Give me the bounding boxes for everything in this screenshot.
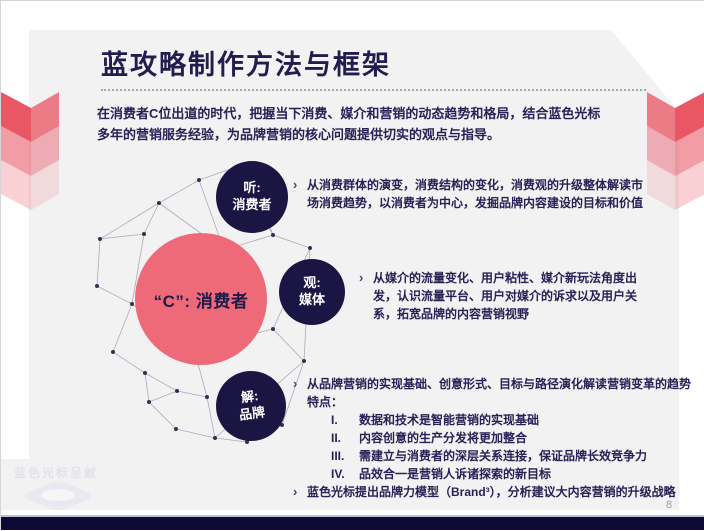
decode-circle-label: 解: 品牌 <box>236 387 266 424</box>
listen-consumer-circle: 听: 消费者 <box>216 161 288 233</box>
listen-bullet-text: 从消费群体的演变，消费结构的变化，消费观的升级整体解读市场消费趋势，以消费者为中… <box>307 178 644 210</box>
bluefocus-logo-icon <box>24 482 92 510</box>
list-item-text: 数据和技术是智能营销的实现基础 <box>359 413 540 427</box>
title-divider <box>101 89 646 91</box>
chevron-bullet-icon: › <box>293 376 298 391</box>
center-consumer-circle: “C”: 消费者 <box>135 233 267 365</box>
observe-circle-title: 观: <box>303 275 321 291</box>
decode-circle-title: 解: <box>240 388 260 406</box>
brand-watermark: 蓝色光标呈献 <box>14 466 99 480</box>
decode-brand-circle: 解: 品牌 <box>216 371 286 441</box>
observe-circle-subtitle: 媒体 <box>298 292 325 307</box>
left-triangle-decoration <box>1 92 59 210</box>
chevron-bullet-icon: › <box>359 270 364 285</box>
list-item-text: 需建立与消费者的深层关系连接，保证品牌长效竞争力 <box>359 449 648 463</box>
content-panel-extension <box>1 459 29 510</box>
listen-circle-title: 听: <box>243 180 261 196</box>
listen-bullet-block: › 从消费群体的演变，消费结构的变化，消费观的升级整体解读市场消费趋势，以消费者… <box>293 176 645 212</box>
observe-bullet-block: › 从媒介的流量变化、用户粘性、媒介新玩法角度出发，认识流量平台、用户对媒介的诉… <box>359 269 659 323</box>
decode-circle-subtitle: 品牌 <box>238 404 266 423</box>
roman-numeral: II. <box>331 431 342 445</box>
list-item: III. 需建立与消费者的深层关系连接，保证品牌长效竞争力 <box>331 447 693 465</box>
decode-extra-bullet-text: 蓝色光标提出品牌力模型（Brand³），分析建议大内容营销的升级战略 <box>307 485 676 499</box>
observe-circle-label: 观: 媒体 <box>299 275 325 309</box>
list-item: IV. 品效合一是营销人诉诸探索的新目标 <box>331 465 693 483</box>
roman-numeral: I. <box>331 413 338 427</box>
observe-bullet-text: 从媒介的流量变化、用户粘性、媒介新玩法角度出发，认识流量平台、用户对媒介的诉求以… <box>373 271 638 321</box>
list-item: II. 内容创意的生产分发将更加整合 <box>331 429 693 447</box>
roman-numeral: III. <box>331 449 345 463</box>
list-item: I. 数据和技术是智能营销的实现基础 <box>331 411 693 429</box>
center-circle-label: “C”: 消费者 <box>153 291 249 311</box>
page-title: 蓝攻略制作方法与框架 <box>101 50 391 80</box>
right-triangle-decoration <box>647 92 704 210</box>
decode-bullet-block: › 从品牌营销的实现基础、创意形式、目标与路径演化解读营销变革的趋势特点： I.… <box>293 375 693 501</box>
intro-paragraph: 在消费者C位出道的时代，把握当下消费、媒介和营销的动态趋势和格局，结合蓝色光标多… <box>97 106 601 142</box>
chevron-bullet-icon: › <box>293 177 298 192</box>
list-item-text: 内容创意的生产分发将更加整合 <box>359 431 528 445</box>
listen-circle-label: 听: 消费者 <box>232 180 271 214</box>
decode-bullet-lead: 从品牌营销的实现基础、创意形式、目标与路径演化解读营销变革的趋势特点： <box>307 377 692 409</box>
page-number: 8 <box>666 499 673 511</box>
listen-circle-subtitle: 消费者 <box>232 197 272 212</box>
roman-numeral: IV. <box>331 467 345 481</box>
chevron-bullet-icon: › <box>293 484 298 499</box>
decode-roman-list: I. 数据和技术是智能营销的实现基础 II. 内容创意的生产分发将更加整合 II… <box>331 411 693 483</box>
observe-media-circle: 观: 媒体 <box>279 259 345 325</box>
list-item-text: 品效合一是营销人诉诸探索的新目标 <box>359 467 552 481</box>
bottom-accent-bar <box>1 515 704 530</box>
